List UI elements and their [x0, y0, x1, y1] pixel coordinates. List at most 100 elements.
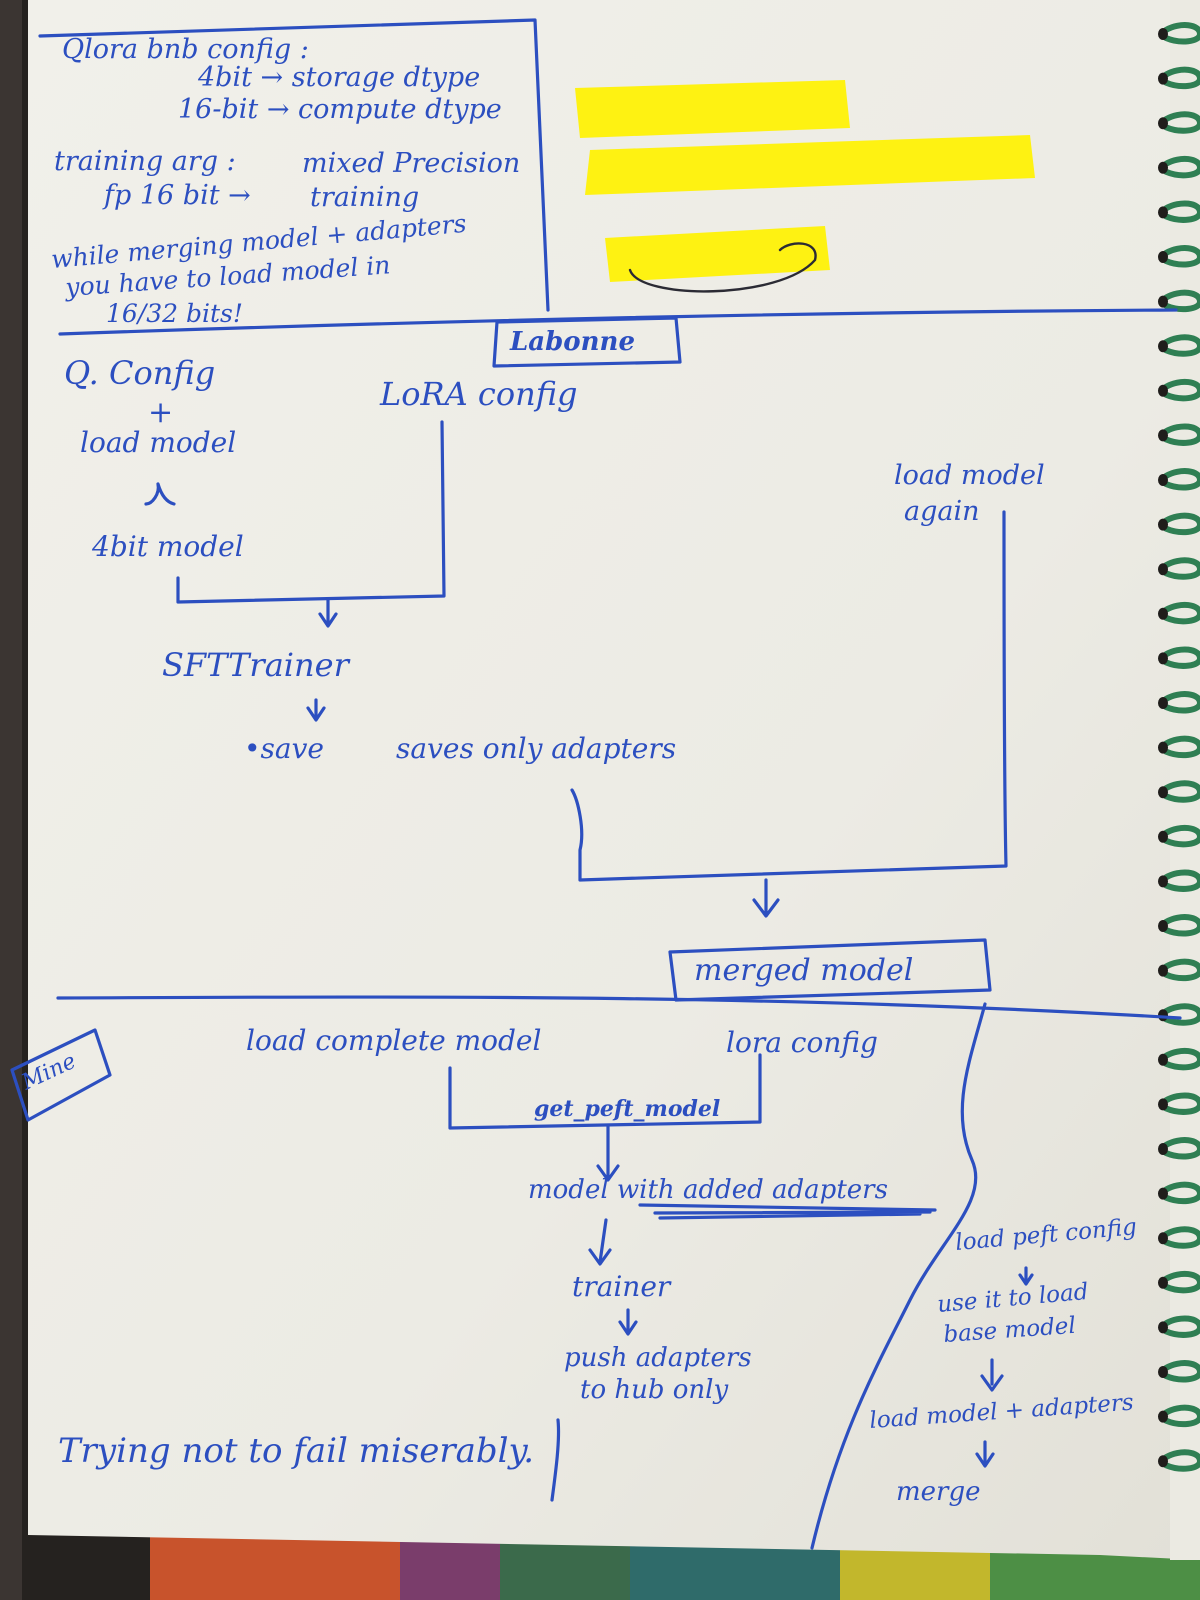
- footer-trying: Trying not to fail miserably.: [58, 1431, 534, 1471]
- spiral-hole: [1158, 429, 1168, 442]
- spiral-hole: [1158, 340, 1168, 353]
- paper-sheet: [28, 0, 1200, 1560]
- spiral-hole: [1158, 1410, 1168, 1423]
- note-mixed-precision: mixed Precision: [302, 148, 520, 179]
- spiral-ring: [1163, 66, 1200, 90]
- note-qlora-title: Qlora bnb config :: [62, 34, 309, 65]
- spiral-ring: [1163, 22, 1200, 45]
- notebook-left-edge: [0, 0, 22, 1600]
- spiral-ring: [1163, 735, 1200, 759]
- labonne-load-model: load model: [80, 426, 236, 459]
- spiral-ring: [1163, 111, 1200, 134]
- mine-push-adapters-2: to hub only: [580, 1375, 728, 1405]
- spiral-hole: [1158, 830, 1168, 843]
- spiral-hole: [1158, 474, 1168, 486]
- mine-lora-config: lora config: [726, 1026, 878, 1059]
- mine-use-it-1: use it to load: [936, 1279, 1089, 1318]
- spiral-hole: [1158, 1187, 1168, 1200]
- top-left-box: [38, 18, 550, 312]
- spiral-hole: [1158, 875, 1168, 888]
- note-training-title: training arg :: [54, 146, 236, 177]
- spiral-ring: [1163, 557, 1200, 580]
- mine-flow-lines: [448, 1002, 1034, 1550]
- spiral-ring: [1163, 914, 1200, 937]
- spiral-hole: [1158, 1276, 1168, 1289]
- spiral-hole: [1158, 563, 1168, 576]
- spiral-ring: [1163, 1181, 1200, 1205]
- spiral-hole: [1158, 697, 1168, 709]
- spiral-ring: [1163, 1092, 1200, 1115]
- spiral-hole: [1158, 295, 1168, 308]
- spiral-hole: [1158, 1366, 1168, 1378]
- labonne-load-model-again-2: again: [904, 496, 980, 527]
- note-fp16-line: fp 16 bit →: [102, 180, 251, 211]
- spiral-hole: [1158, 652, 1168, 665]
- spiral-ring: [1163, 423, 1200, 446]
- mine-tag-box: [10, 1028, 112, 1122]
- spiral-hole: [1158, 1232, 1168, 1245]
- divider-middle: [56, 995, 1182, 1020]
- note-training-word: training: [310, 182, 419, 213]
- labonne-merged-model: merged model: [694, 953, 913, 988]
- spiral-hole: [1158, 607, 1168, 620]
- spiral-hole: [1158, 741, 1168, 754]
- spiral-ring: [1163, 1226, 1200, 1249]
- labonne-save: •save: [244, 732, 324, 765]
- labonne-4bit-model: 4bit model: [91, 530, 244, 563]
- spiral-ring: [1163, 824, 1200, 848]
- spiral-hole: [1158, 964, 1168, 977]
- spiral-hole: [1158, 72, 1168, 85]
- spiral-ring: [1163, 512, 1200, 536]
- spiral-ring: [1163, 958, 1200, 982]
- mine-get-peft-model: get_peft_model: [534, 1096, 720, 1122]
- spiral-ring: [1163, 780, 1200, 803]
- spiral-ring: [1163, 1270, 1200, 1294]
- mine-load-complete-model: load complete model: [246, 1024, 541, 1057]
- spiral-ring: [1163, 245, 1200, 268]
- highlighter-redactions: [575, 80, 1035, 293]
- mine-tag: Mine: [17, 1049, 80, 1096]
- mine-push-adapters-1: push adapters: [564, 1343, 752, 1373]
- note-compute-line: 16-bit → compute dtype: [178, 94, 502, 125]
- labonne-load-model-again-1: load model: [894, 460, 1045, 491]
- spiral-hole: [1158, 920, 1168, 932]
- mine-trainer: trainer: [572, 1270, 672, 1303]
- spiral-hole: [1158, 384, 1168, 397]
- spiral-binding: [1158, 0, 1200, 1560]
- spiral-hole: [1158, 1455, 1168, 1468]
- spiral-hole: [1158, 1321, 1168, 1334]
- mine-load-model-adapters: load model + adapters: [869, 1390, 1135, 1434]
- spiral-ring: [1163, 468, 1200, 491]
- spiral-hole: [1158, 28, 1168, 40]
- mine-load-peft-config: load peft config: [954, 1214, 1138, 1256]
- spiral-hole: [1158, 1143, 1168, 1155]
- labonne-sfttrainer: SFTTrainer: [162, 646, 351, 684]
- spiral-ring: [1163, 378, 1200, 402]
- spiral-hole: [1158, 117, 1168, 130]
- spiral-ring: [1163, 334, 1200, 357]
- labonne-tag-box: [492, 316, 682, 368]
- spiral-ring: [1163, 691, 1200, 714]
- spiral-hole: [1158, 206, 1168, 219]
- spiral-ring: [1163, 1003, 1200, 1026]
- spiral-ring: [1163, 1360, 1200, 1383]
- mine-use-it-2: base model: [943, 1313, 1077, 1348]
- labonne-flow-lines: [144, 420, 1008, 1002]
- note-storage-line: 4bit → storage dtype: [197, 62, 480, 93]
- mine-model-with-added-adapters: model with added adapters: [528, 1175, 888, 1205]
- spiral-hole: [1158, 251, 1168, 263]
- spiral-ring: [1163, 155, 1200, 179]
- spiral-hole: [1158, 1053, 1168, 1066]
- spiral-ring: [1163, 1047, 1200, 1071]
- labonne-plus: +: [148, 395, 173, 430]
- note-merge-line3: 16/32 bits!: [106, 299, 243, 328]
- spiral-hole: [1158, 1098, 1168, 1111]
- spiral-ring: [1163, 646, 1200, 669]
- labonne-lora-config: LoRA config: [379, 375, 578, 413]
- labonne-saves-only-adapters: saves only adapters: [396, 732, 676, 765]
- spiral-ring: [1163, 1404, 1200, 1428]
- spiral-ring: [1163, 1137, 1200, 1160]
